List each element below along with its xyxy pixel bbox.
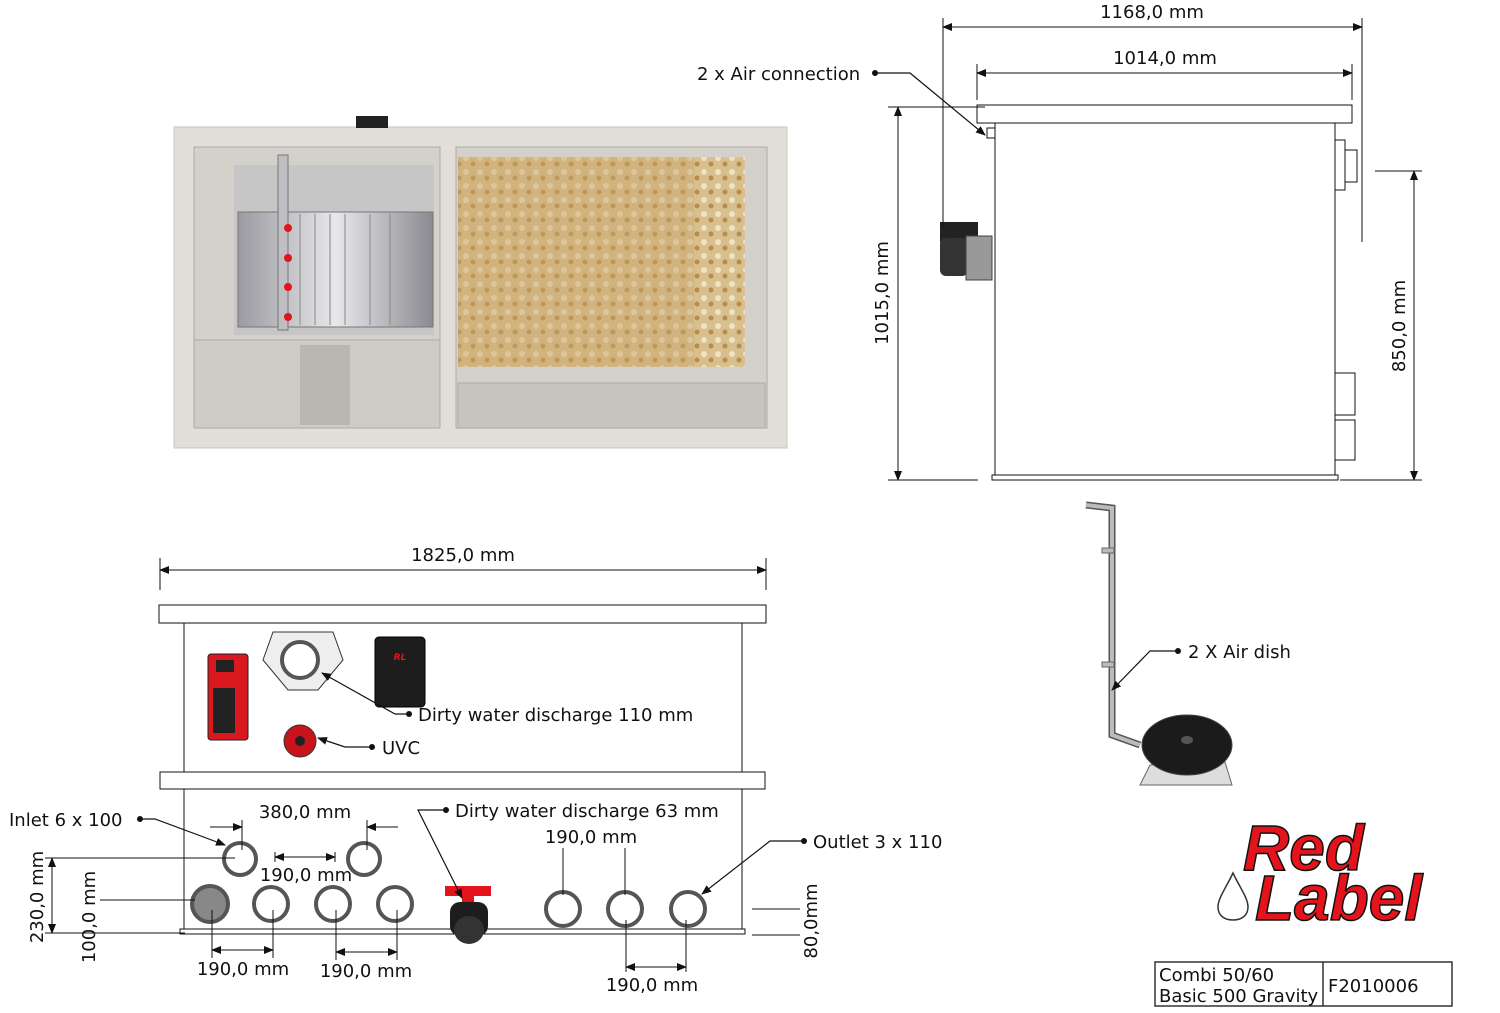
ball-valve (445, 886, 491, 944)
control-box-red (207, 653, 249, 741)
label-outlet: Outlet 3 x 110 (813, 832, 942, 853)
water-drop-icon (1217, 871, 1249, 921)
dim-230: 230,0 mm (27, 851, 48, 943)
dim-length: 1825,0 mm (411, 545, 515, 566)
dim-height-total: 1015,0 mm (872, 241, 893, 345)
logo-line2: Label (1255, 862, 1423, 934)
drawing-code: F2010006 (1328, 976, 1419, 997)
dim-80: 80,0mm (801, 883, 822, 958)
logo-line1: Red (1243, 812, 1366, 884)
pump-motor (940, 222, 993, 281)
filter-media (458, 157, 745, 367)
dim-inlet-bottom-1: 190,0 mm (197, 959, 289, 980)
dim-overall-width: 1168,0 mm (1100, 2, 1204, 23)
label-air-connection: 2 x Air connection (697, 64, 860, 85)
dim-inlet-bottom-2: 190,0 mm (320, 961, 412, 982)
model-line1: Combi 50/60 (1159, 965, 1274, 986)
svg-text:RL: RL (394, 653, 407, 663)
label-air-dish: 2 X Air dish (1188, 642, 1291, 663)
dim-outlet-spacing-top: 190,0 mm (545, 827, 637, 848)
model-line2: Basic 500 Gravity (1159, 986, 1319, 1007)
dim-inlet-top-span: 380,0 mm (259, 802, 351, 823)
dim-inlet-top-spacing: 190,0 mm (260, 865, 352, 886)
air-connection (986, 127, 996, 139)
dim-outlet-bottom: 190,0 mm (606, 975, 698, 996)
spray-nozzles (284, 224, 292, 321)
label-discharge-63: Dirty water discharge 63 mm (455, 801, 719, 822)
label-discharge-110: Dirty water discharge 110 mm (418, 705, 693, 726)
title-block: Combi 50/60 Basic 500 Gravity F2010006 (1154, 961, 1453, 1007)
top-view (173, 116, 788, 449)
air-dish: 2 X Air dish (1085, 501, 1291, 786)
front-view: 1825,0 mm RL Dirty water discharge 110 m… (9, 545, 942, 996)
side-view: 1168,0 mm 1014,0 mm 1015,0 mm 850,0 mm 2… (697, 2, 1422, 481)
dim-100: 100,0 mm (79, 871, 100, 963)
red-label-logo: Red Label (1217, 811, 1424, 935)
inlet-pipes (190, 841, 414, 924)
label-uvc: UVC (382, 738, 420, 759)
control-box-black: RL (374, 636, 426, 708)
label-inlet: Inlet 6 x 100 (9, 810, 122, 831)
dim-tank-width: 1014,0 mm (1113, 48, 1217, 69)
drum-filter (237, 211, 434, 328)
dim-height-outlet: 850,0 mm (1389, 280, 1410, 372)
pump-unit (356, 116, 388, 128)
uvc-lamp (283, 724, 317, 758)
